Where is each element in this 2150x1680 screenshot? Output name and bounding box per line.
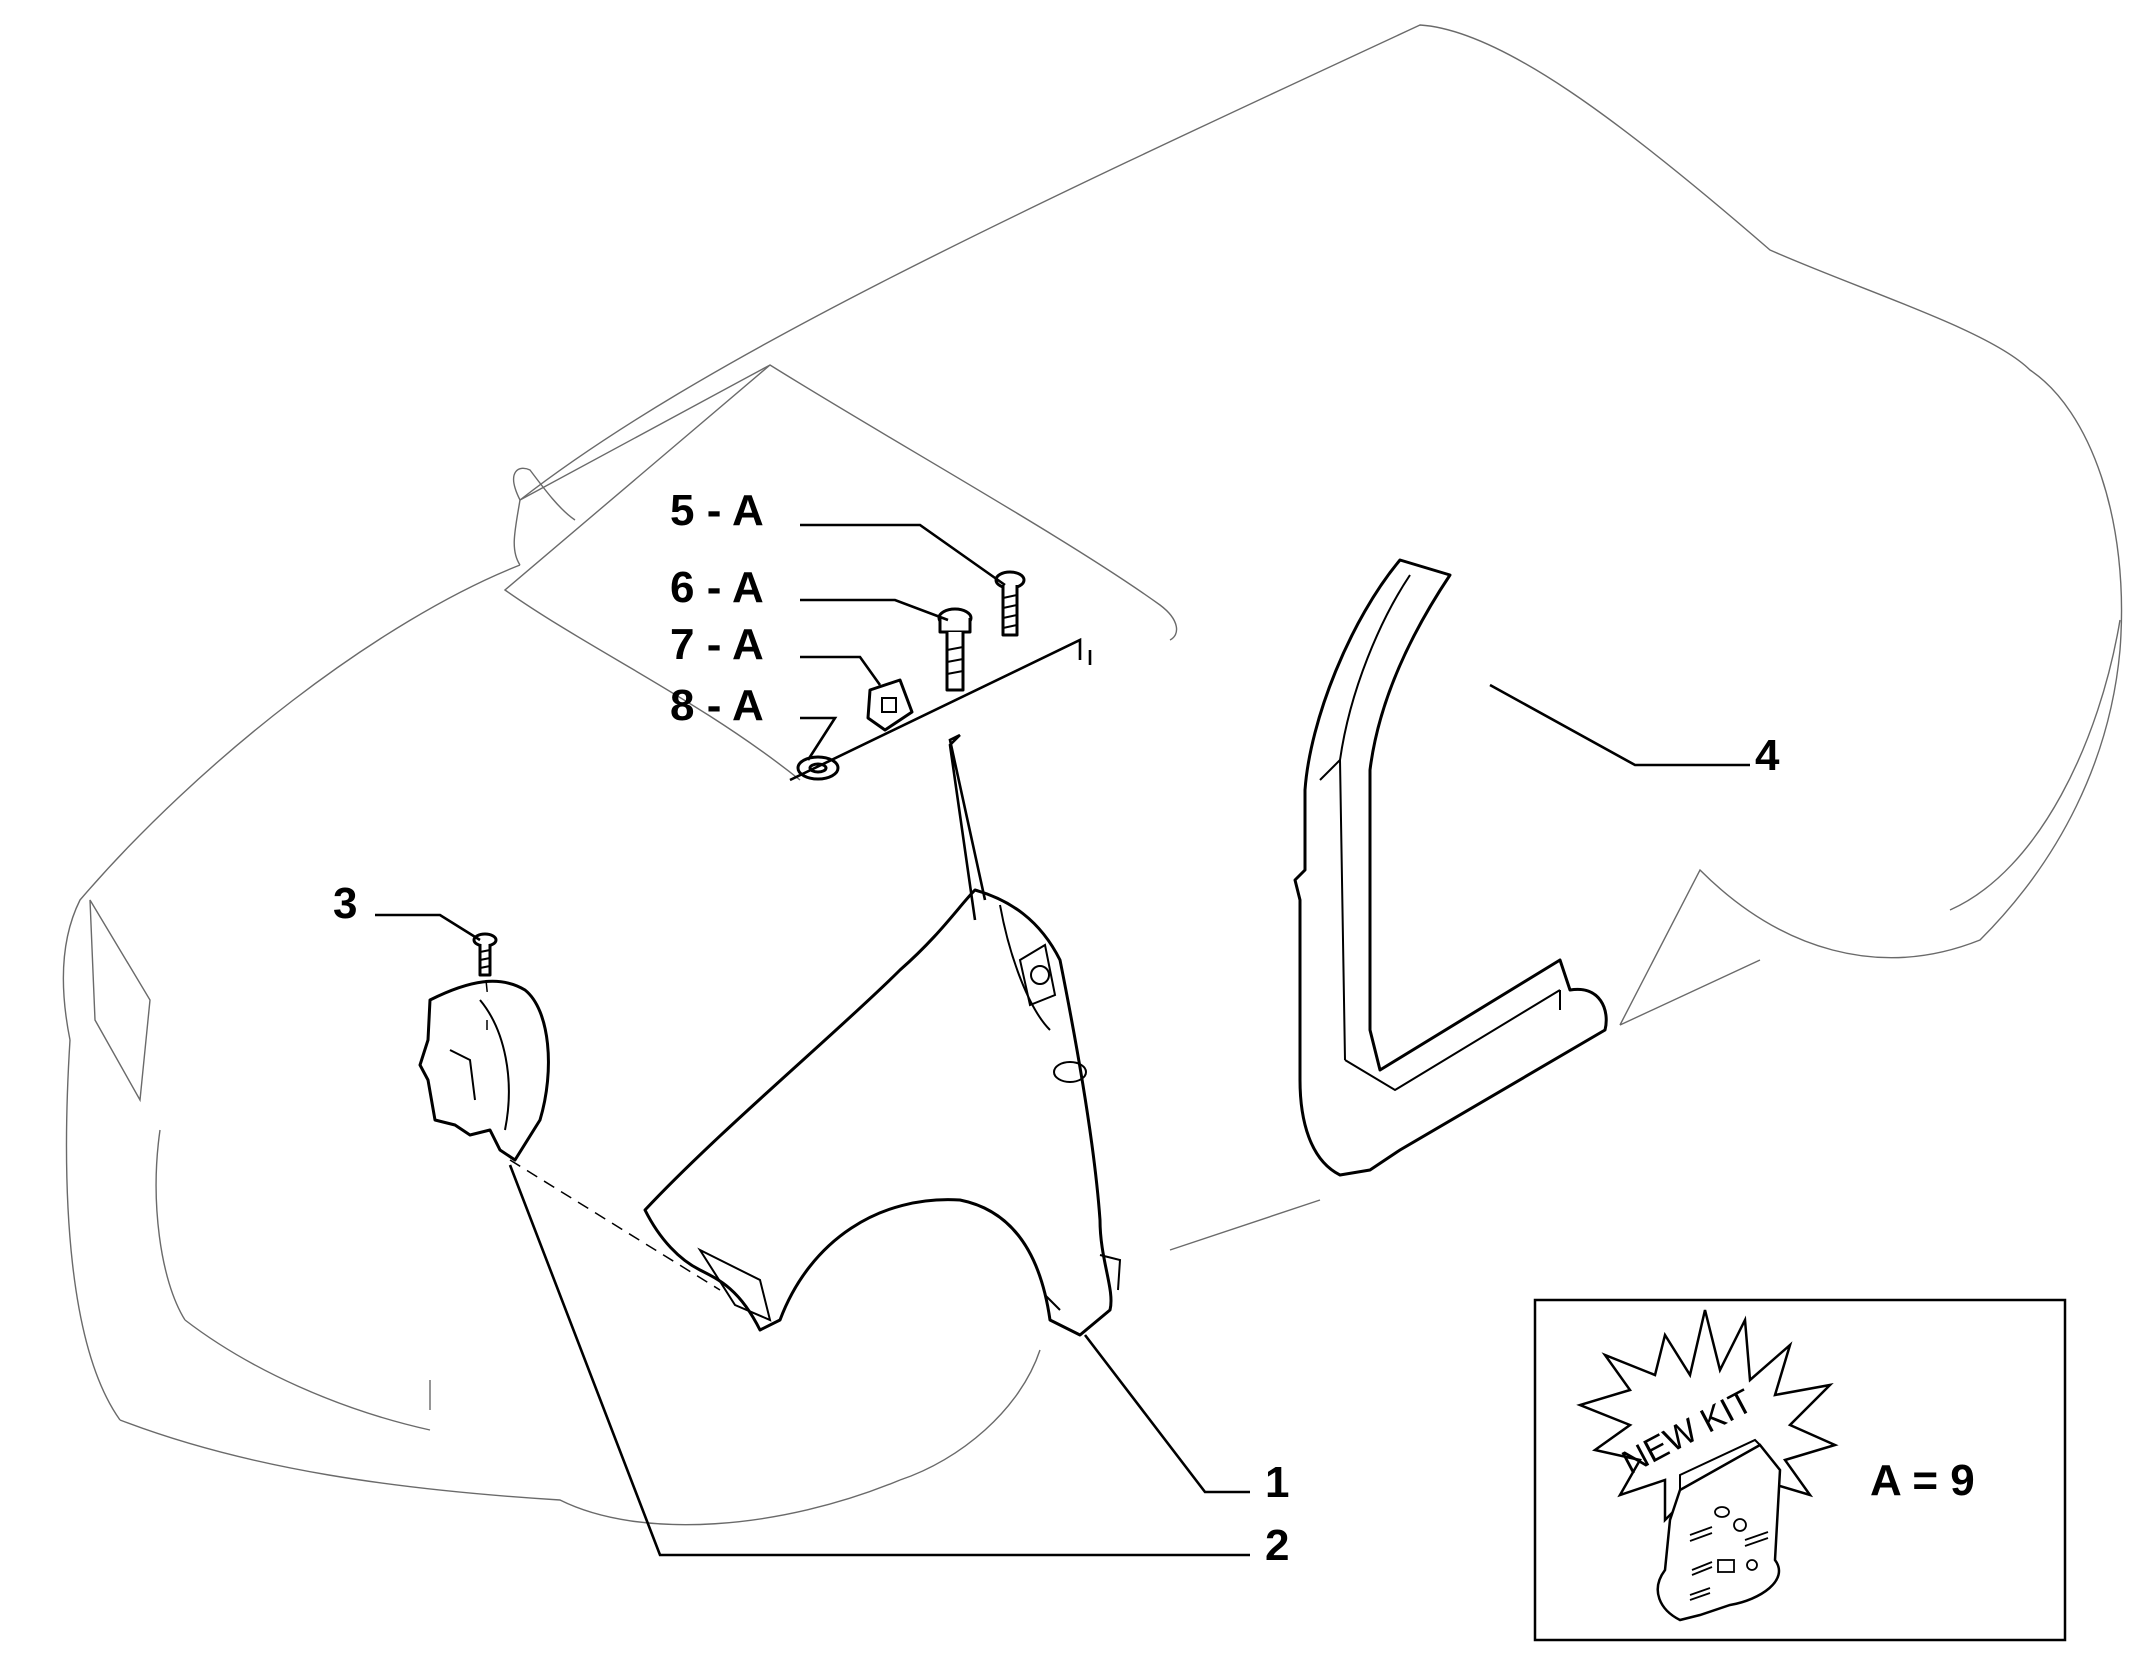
clip-part-7 <box>866 678 914 732</box>
bolt-part-6 <box>937 607 973 692</box>
kit-frame <box>1533 1298 2067 1642</box>
callout-8-label: 8 - A <box>670 681 764 730</box>
callout-2-label: 2 <box>1265 1521 1289 1570</box>
kit-bag-contents-icon <box>1689 1506 1769 1601</box>
new-kit-box: NEW KIT A = 9 <box>1533 1298 2067 1642</box>
front-fender-part <box>643 888 1122 1337</box>
a-pillar-part <box>1293 558 1608 1177</box>
callout-7-label: 7 - A <box>670 620 764 669</box>
callout-1-label: 1 <box>1265 1458 1289 1507</box>
kit-bag-icon <box>1656 1443 1782 1622</box>
callout-3-label: 3 <box>333 879 357 928</box>
callout-labels: 5 - A 6 - A 7 - A 8 - A 3 4 1 2 <box>333 486 1780 1570</box>
leader-lines <box>375 523 1750 1557</box>
assembly-dash-lines <box>485 979 721 1291</box>
callout-6-label: 6 - A <box>670 563 764 612</box>
splash-shield-part <box>418 979 550 1162</box>
kit-quantity-label: A = 9 <box>1870 1456 1975 1505</box>
car-body-outline <box>62 24 2123 1526</box>
callout-4-label: 4 <box>1755 731 1780 780</box>
callout-5-label: 5 - A <box>670 486 764 535</box>
bolt-part-3 <box>472 932 498 977</box>
